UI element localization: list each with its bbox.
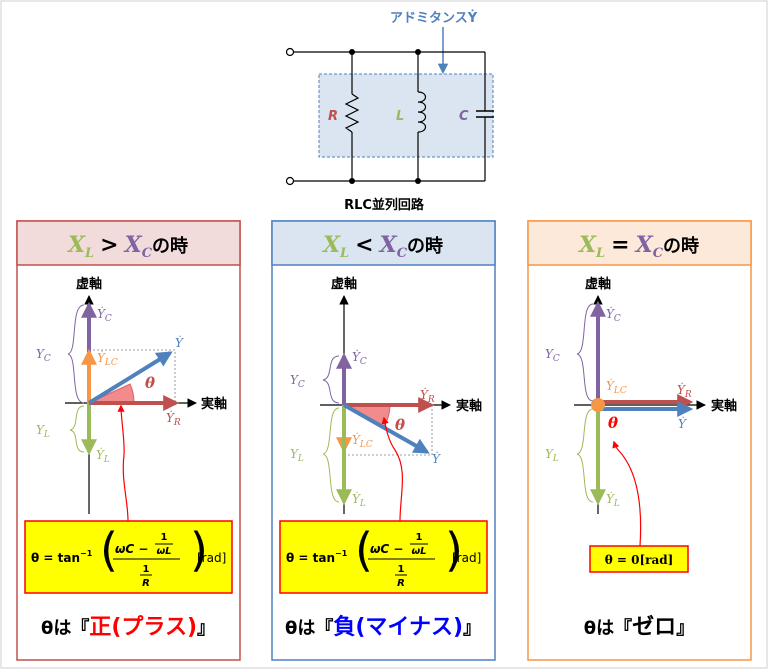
y-label: Ẏ xyxy=(678,416,687,431)
svg-text:1: 1 xyxy=(416,532,423,543)
formula-box xyxy=(279,520,488,594)
svg-text:ωC −: ωC − xyxy=(115,542,148,556)
result-text: θは『ゼロ』 xyxy=(584,615,694,640)
yl-label: ẎL xyxy=(352,491,366,509)
yl-brace xyxy=(322,407,340,503)
y-vector xyxy=(87,351,173,405)
real-axis-label: 実軸 xyxy=(456,398,482,414)
panel-title: XL<XCの時 xyxy=(321,232,443,261)
y-label: Ẏ xyxy=(432,451,441,466)
svg-text:1: 1 xyxy=(398,564,405,575)
svg-text:θ = tan−1: θ = tan−1 xyxy=(31,549,93,565)
yc-brace xyxy=(576,303,594,402)
theta-pointer xyxy=(612,440,642,547)
admittance-label: アドミタンスẎ xyxy=(390,10,478,26)
resistor-symbol xyxy=(344,93,360,133)
terminal-bottom xyxy=(285,176,295,186)
formula-box xyxy=(24,520,233,594)
svg-text:ωC −: ωC − xyxy=(370,542,403,556)
formula: θ = 0[rad] xyxy=(605,553,674,567)
yl-brace-label: YL xyxy=(36,423,50,440)
yc-brace xyxy=(322,355,340,404)
theta-label: θ xyxy=(395,416,405,434)
yc-brace xyxy=(67,304,85,404)
inductor-symbol xyxy=(417,91,427,133)
circuit-caption: RLC並列回路 xyxy=(344,197,425,213)
panel-title: XL=XCの時 xyxy=(577,232,699,261)
svg-text:θ = tan−1: θ = tan−1 xyxy=(286,549,348,565)
yc-label: ẎC xyxy=(352,349,367,367)
svg-text:1: 1 xyxy=(161,532,168,543)
yc-brace-label: YC xyxy=(545,347,560,364)
svg-text:(: ( xyxy=(355,523,373,577)
imag-axis-label: 虚軸 xyxy=(76,276,102,292)
yl-label: ẎL xyxy=(96,447,110,465)
theta-label: θ xyxy=(145,374,155,392)
yl-brace-label: YL xyxy=(290,447,304,464)
yr-label: ẎR xyxy=(420,387,435,405)
svg-text:ωL: ωL xyxy=(411,546,426,557)
formula-box xyxy=(589,545,689,573)
ylc-point xyxy=(591,398,605,412)
result-text: θは『負(マイナス)』 xyxy=(285,614,481,640)
ylc-label: ẎLC xyxy=(606,378,627,396)
yl-label: ẎL xyxy=(606,491,620,509)
panel-xl-equal-xc: XL=XCの時 虚軸 実軸 ẎC ẎLC ẎR Ẏ ẎL YC YL θ θ =… xyxy=(527,220,752,661)
inductor-label: L xyxy=(396,109,404,124)
svg-text:(: ( xyxy=(100,523,118,577)
yl-brace-label: YL xyxy=(545,447,559,464)
formula: θ = tan−1 ( ) ωC − 1 ωL 1 R [rad] xyxy=(31,523,226,589)
terminal-top xyxy=(285,47,295,57)
imag-axis-label: 虚軸 xyxy=(331,276,357,292)
panel-title: XL>XCの時 xyxy=(66,232,188,261)
panel-xl-greater-xc: XL>XCの時 虚軸 実軸 θ ẎC ẎLC Ẏ ẎR ẎL YC YL xyxy=(16,220,241,661)
svg-text:[rad]: [rad] xyxy=(452,551,481,565)
yc-brace-label: YC xyxy=(290,373,305,390)
yc-label: ẎC xyxy=(606,306,621,324)
panel-title-bar xyxy=(527,220,752,266)
imag-axis-label: 虚軸 xyxy=(585,276,611,292)
yc-label: ẎC xyxy=(97,306,112,324)
svg-text:R: R xyxy=(397,578,405,589)
ylc-label: ẎLC xyxy=(352,432,373,450)
rlc-parallel-circuit: アドミタンスẎ R L C RLC並列回路 xyxy=(285,10,494,213)
formula: θ = tan−1 ( ) ωC − 1 ωL 1 R [rad] xyxy=(286,523,481,589)
svg-text:[rad]: [rad] xyxy=(197,551,226,565)
svg-text:R: R xyxy=(142,578,150,589)
ylc-label: ẎLC xyxy=(97,350,118,368)
real-axis-label: 実軸 xyxy=(201,396,227,412)
yl-brace xyxy=(69,405,85,453)
yc-brace-label: YC xyxy=(36,347,51,364)
result-text: θは『正(プラス)』 xyxy=(41,615,215,640)
real-axis-label: 実軸 xyxy=(711,398,737,414)
svg-text:): ) xyxy=(190,523,208,577)
panel-title-bar xyxy=(16,220,241,266)
theta-pointer xyxy=(117,404,129,522)
resistor-label: R xyxy=(328,109,338,124)
panel-xl-less-xc: XL<XCの時 虚軸 実軸 θ ẎC ẎLC Ẏ ẎR ẎL YC YL θ =… xyxy=(271,220,496,661)
svg-text:1: 1 xyxy=(143,564,150,575)
theta-pointer xyxy=(381,416,404,522)
y-vector xyxy=(343,403,430,454)
yl-brace xyxy=(576,408,594,503)
y-label: Ẏ xyxy=(175,335,184,350)
yr-label: ẎR xyxy=(677,382,692,400)
svg-text:ωL: ωL xyxy=(156,546,171,557)
svg-text:): ) xyxy=(445,523,463,577)
yr-label: ẎR xyxy=(166,410,181,428)
theta-label: θ xyxy=(608,414,618,432)
capacitor-label: C xyxy=(459,109,469,124)
panel-title-bar xyxy=(271,220,496,266)
